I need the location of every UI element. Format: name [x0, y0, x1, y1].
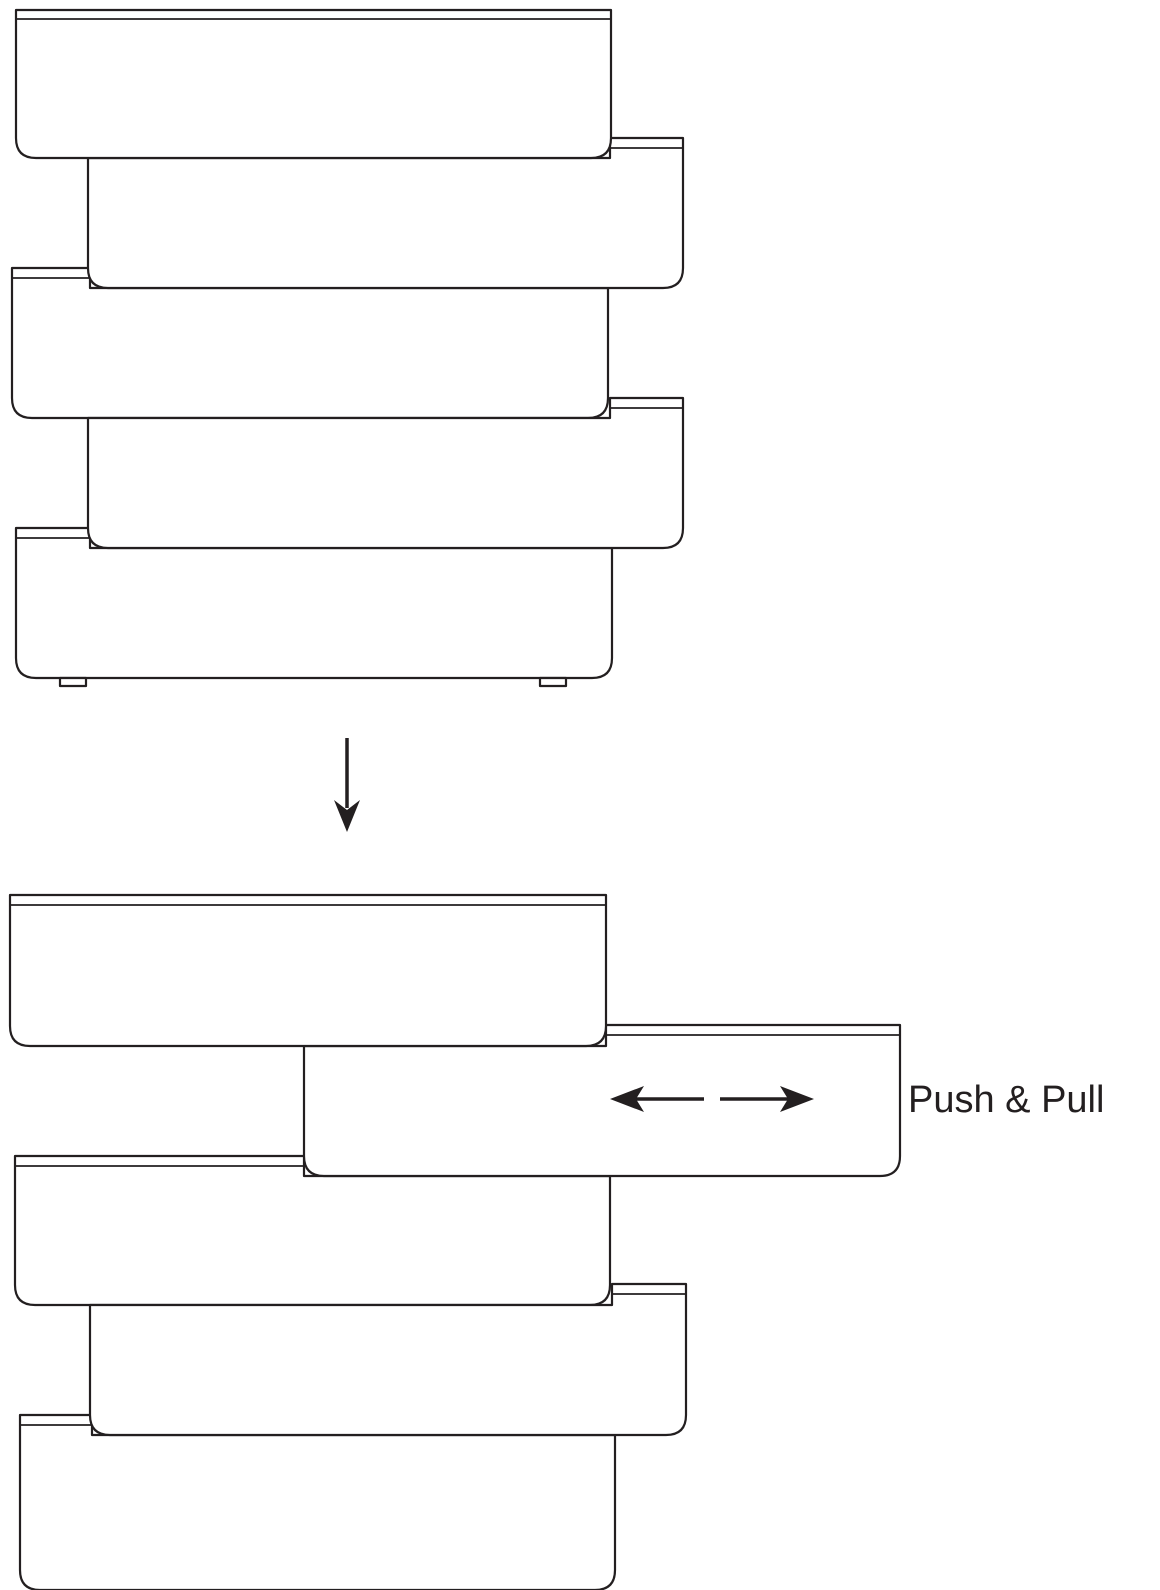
stack-1-drawer-5 — [14, 526, 614, 688]
stack-1-drawer-3 — [10, 266, 610, 420]
closed-stack — [10, 8, 685, 688]
opened-stack — [8, 893, 902, 1590]
right-arrow-icon — [720, 1086, 814, 1112]
push-pull-label: Push & Pull — [908, 1079, 1104, 1121]
left-arrow-icon — [610, 1086, 704, 1112]
down-arrow-icon — [334, 738, 360, 832]
stack-2-drawer-5 — [18, 1413, 617, 1590]
stack-1-drawer-1 — [14, 8, 613, 160]
stack-2-drawer-3 — [13, 1154, 612, 1307]
stack-2-drawer-2-pulled — [302, 1023, 902, 1178]
stack-1-drawer-2 — [86, 136, 685, 290]
stack-2-drawer-1 — [8, 893, 608, 1048]
foot-right — [538, 676, 568, 688]
foot-left — [58, 676, 88, 688]
stack-2-drawer-4 — [88, 1282, 688, 1437]
double-horizontal-arrow-icon — [610, 1086, 814, 1112]
stack-1-drawer-4 — [86, 396, 685, 550]
